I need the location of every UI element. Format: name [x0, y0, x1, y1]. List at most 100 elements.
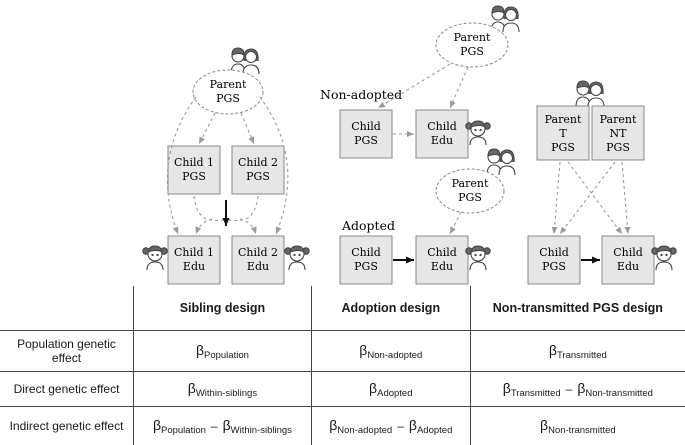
row-label: Population genetic effect — [0, 331, 134, 372]
beta-symbol: β — [153, 417, 161, 433]
svg-text:PGS: PGS — [460, 45, 484, 58]
cell: βTransmitted–βNon-transmitted — [470, 372, 685, 407]
minus-sign: – — [566, 382, 573, 396]
cell: βPopulation–βWithin-siblings — [134, 407, 312, 445]
svg-text:Child 2: Child 2 — [238, 246, 278, 259]
svg-text:PGS: PGS — [182, 170, 206, 183]
beta-subscript: Transmitted — [557, 350, 607, 361]
parent-pgs-label: PGS — [216, 92, 240, 105]
beta-subscript: Adopted — [377, 388, 412, 399]
svg-text:Child: Child — [351, 246, 381, 259]
parent-couple-icon — [487, 149, 515, 175]
svg-text:Edu: Edu — [431, 260, 453, 273]
header-nontransmitted: Non-transmitted PGS design — [470, 286, 685, 331]
svg-text:PGS: PGS — [542, 260, 566, 273]
header-sibling: Sibling design — [134, 286, 312, 331]
parent-t-node: Parent T PGS — [537, 106, 589, 160]
child2-edu-node: Child 2 Edu — [232, 236, 284, 284]
svg-text:Child: Child — [427, 120, 457, 133]
table-row: Direct genetic effect βWithin-siblings β… — [0, 372, 685, 407]
sibling-design-diagram: Parent PGS Child 1 PGS Child 2 PGS Child… — [143, 48, 309, 284]
parent-label: Parent — [210, 78, 247, 91]
beta-symbol: β — [223, 417, 231, 433]
beta-subscript: Non-transmitted — [548, 425, 616, 436]
child-edu-node-bottom: Child Edu — [416, 236, 468, 284]
svg-text:PGS: PGS — [246, 170, 270, 183]
cell: βAdopted — [311, 372, 470, 407]
beta-symbol: β — [188, 380, 196, 396]
svg-text:PGS: PGS — [458, 191, 482, 204]
beta-symbol: β — [409, 417, 417, 433]
child-edu-node-top: Child Edu — [416, 110, 468, 158]
table-row: Population genetic effect βPopulation βN… — [0, 331, 685, 372]
child-girl-icon-left — [143, 246, 167, 270]
cell: βNon-adopted–βAdopted — [311, 407, 470, 445]
svg-text:Child: Child — [427, 246, 457, 259]
child-girl-icon — [466, 246, 490, 270]
beta-subscript: Non-adopted — [367, 350, 422, 361]
parent-couple-icon — [576, 81, 604, 107]
child-edu-node: Child Edu — [602, 236, 654, 284]
adoption-design-diagram: Parent PGS Non-adopted Child PGS Child E… — [320, 6, 519, 284]
svg-text:PGS: PGS — [606, 141, 630, 154]
beta-subscript: Transmitted — [511, 388, 561, 399]
svg-text:NT: NT — [610, 127, 628, 140]
svg-text:Child: Child — [539, 246, 569, 259]
table-row: Indirect genetic effect βPopulation–βWit… — [0, 407, 685, 445]
comparison-table: Sibling design Adoption design Non-trans… — [0, 286, 685, 445]
beta-symbol: β — [369, 380, 377, 396]
svg-text:PGS: PGS — [354, 134, 378, 147]
beta-symbol: β — [196, 342, 204, 358]
child-girl-icon — [466, 121, 490, 145]
beta-subscript: Within-siblings — [196, 388, 257, 399]
child-pgs-node-bottom: Child PGS — [340, 236, 392, 284]
svg-text:Child: Child — [351, 120, 381, 133]
minus-sign: – — [397, 419, 404, 433]
cell: βNon-adopted — [311, 331, 470, 372]
row-label: Indirect genetic effect — [0, 407, 134, 445]
table-header-row: Sibling design Adoption design Non-trans… — [0, 286, 685, 331]
svg-text:T: T — [559, 127, 567, 140]
child1-pgs-node: Child 1 PGS — [168, 146, 220, 194]
adopted-label: Adopted — [341, 218, 395, 233]
svg-text:Edu: Edu — [431, 134, 453, 147]
svg-text:Child 1: Child 1 — [174, 246, 214, 259]
beta-subscript: Within-siblings — [231, 425, 292, 436]
svg-text:Parent: Parent — [545, 113, 582, 126]
child2-pgs-node: Child 2 PGS — [232, 146, 284, 194]
header-adoption: Adoption design — [311, 286, 470, 331]
beta-symbol: β — [503, 380, 511, 396]
child-girl-icon — [652, 246, 676, 270]
svg-text:Edu: Edu — [183, 260, 205, 273]
parent-pgs-node-top: Parent PGS — [436, 23, 508, 67]
beta-subscript: Non-transmitted — [585, 388, 653, 399]
svg-text:Child: Child — [613, 246, 643, 259]
parent-pgs-node-bottom: Parent PGS — [436, 169, 504, 213]
svg-text:Parent: Parent — [454, 31, 491, 44]
cell: βTransmitted — [470, 331, 685, 372]
child-pgs-node: Child PGS — [528, 236, 580, 284]
svg-text:Child 1: Child 1 — [174, 156, 214, 169]
svg-text:Child 2: Child 2 — [238, 156, 278, 169]
cell: βPopulation — [134, 331, 312, 372]
header-blank — [0, 286, 134, 331]
svg-text:Parent: Parent — [452, 177, 489, 190]
child-girl-icon-right — [285, 246, 309, 270]
beta-symbol: β — [540, 417, 548, 433]
svg-text:Edu: Edu — [247, 260, 269, 273]
svg-text:PGS: PGS — [354, 260, 378, 273]
beta-symbol: β — [549, 342, 557, 358]
svg-text:Parent: Parent — [600, 113, 637, 126]
svg-text:PGS: PGS — [551, 141, 575, 154]
svg-text:Edu: Edu — [617, 260, 639, 273]
parent-nt-node: Parent NT PGS — [592, 106, 644, 160]
cell: βWithin-siblings — [134, 372, 312, 407]
row-label: Direct genetic effect — [0, 372, 134, 407]
nontransmitted-design-diagram: Parent T PGS Parent NT PGS Child PGS Chi… — [528, 81, 676, 284]
beta-subscript: Population — [161, 425, 206, 436]
beta-subscript: Population — [204, 350, 249, 361]
child-pgs-node-top: Child PGS — [340, 110, 392, 158]
beta-subscript: Adopted — [417, 425, 452, 436]
minus-sign: – — [211, 419, 218, 433]
child1-edu-node: Child 1 Edu — [168, 236, 220, 284]
